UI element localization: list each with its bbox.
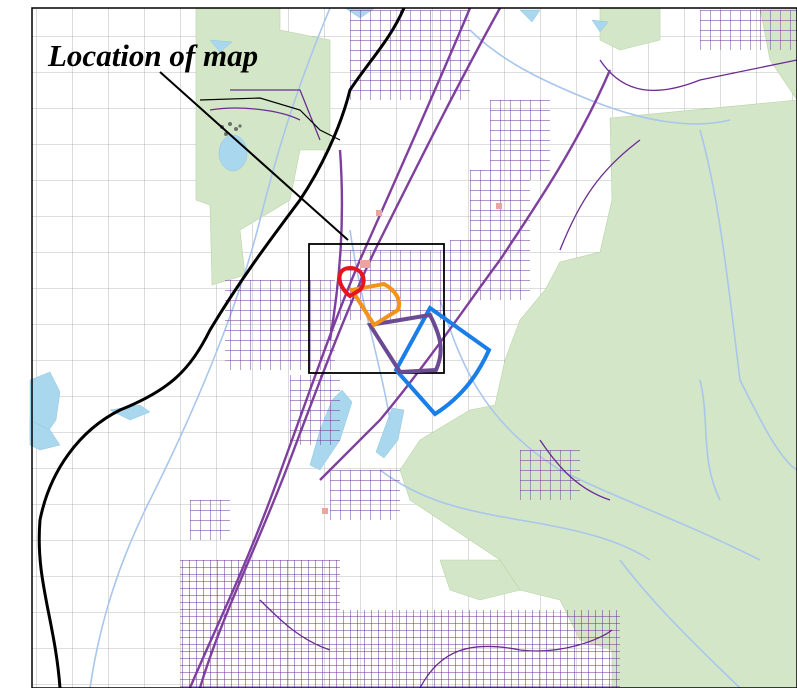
water-bodies (29, 7, 609, 471)
railroad (37, 7, 406, 688)
zone-blue (393, 305, 492, 417)
map-extent-box (308, 243, 445, 374)
label-leader-line (159, 71, 349, 241)
highways (188, 7, 612, 688)
map-border (31, 7, 797, 688)
city-streets (180, 10, 797, 688)
buildings (322, 203, 502, 514)
zone-orange (348, 281, 402, 328)
zone-purple (366, 312, 443, 375)
streams (89, 7, 797, 688)
zone-red (337, 265, 366, 299)
location-of-map-label: Location of map (48, 38, 259, 73)
local-roads (209, 59, 797, 688)
